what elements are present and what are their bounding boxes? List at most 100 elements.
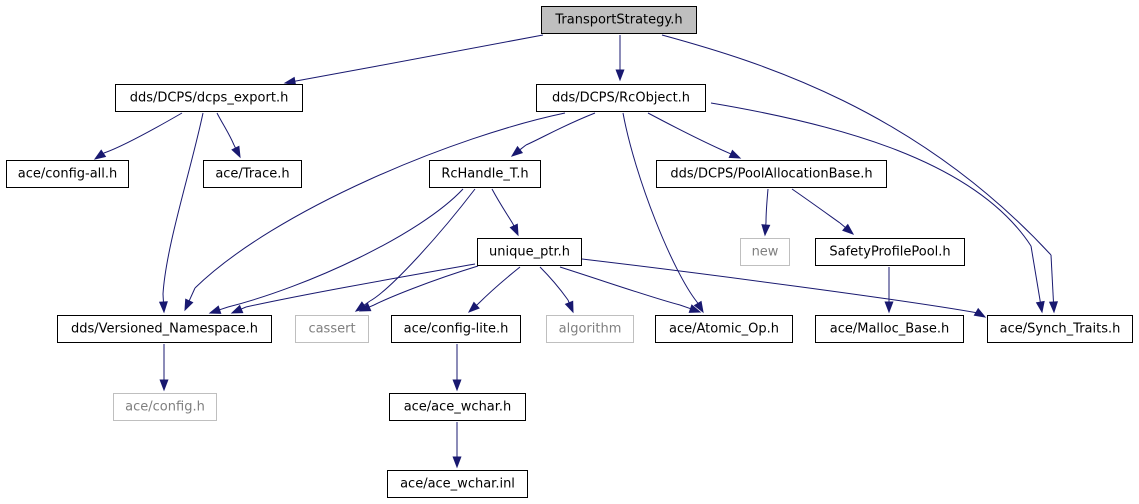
node-layer: TransportStrategy.h dds/DCPS/dcps_export.…: [6, 6, 1133, 498]
node-ace-wchar-inl[interactable]: ace/ace_wchar.inl: [387, 470, 528, 498]
edge-line: [369, 188, 476, 302]
node-poolalloc[interactable]: dds/DCPS/PoolAllocationBase.h: [656, 160, 887, 188]
dependency-edge: [710, 102, 1045, 314]
dependency-edge: [230, 263, 476, 314]
edge-line: [710, 102, 1032, 247]
node-malloc-base[interactable]: ace/Malloc_Base.h: [815, 315, 964, 343]
edge-line: [368, 304, 375, 308]
arrowhead: [159, 379, 169, 392]
edge-line: [233, 144, 236, 149]
arrowhead: [158, 301, 168, 314]
edge-line: [622, 112, 698, 303]
node-box: [295, 315, 369, 343]
node-label: ace/config-all.h: [18, 167, 118, 182]
node-rchandle[interactable]: RcHandle_T.h: [429, 160, 541, 188]
node-label: ace/config.h: [125, 400, 205, 415]
edge-line: [477, 266, 521, 305]
dependency-edge: [158, 112, 204, 314]
arrowhead: [509, 223, 519, 237]
node-new[interactable]: new: [740, 238, 790, 266]
node-atomic-op[interactable]: ace/Atomic_Op.h: [655, 315, 793, 343]
arrowhead: [688, 304, 702, 313]
node-label: ace/Synch_Traits.h: [1000, 322, 1121, 337]
node-cassert[interactable]: cassert: [295, 315, 369, 343]
node-box: [536, 84, 706, 112]
edge-line: [539, 266, 569, 301]
node-root[interactable]: TransportStrategy.h: [541, 6, 697, 34]
arrowhead: [884, 301, 894, 314]
dependency-edge: [884, 267, 894, 314]
edge-line: [765, 188, 769, 223]
arrowhead: [358, 302, 372, 312]
node-box: [815, 238, 965, 266]
dependency-edge: [208, 188, 464, 314]
dependency-edge: [216, 112, 241, 159]
dependency-edge: [358, 265, 479, 312]
edge-line: [103, 112, 183, 154]
node-safetyprofile[interactable]: SafetyProfilePool.h: [815, 238, 965, 266]
arrowhead: [184, 298, 194, 312]
node-dcps-export[interactable]: dds/DCPS/dcps_export.h: [115, 84, 303, 112]
dependency-edge: [452, 343, 462, 392]
arrowhead: [1048, 301, 1058, 314]
edge-line: [1050, 254, 1054, 303]
node-box: [387, 470, 528, 498]
node-synch-traits[interactable]: ace/Synch_Traits.h: [987, 315, 1133, 343]
node-config-lite[interactable]: ace/config-lite.h: [391, 315, 521, 343]
node-label: ace/ace_wchar.inl: [400, 477, 515, 492]
node-box: [389, 393, 526, 421]
node-label: ace/Atomic_Op.h: [669, 322, 779, 337]
edge-line: [245, 263, 476, 308]
node-algorithm[interactable]: algorithm: [546, 315, 634, 343]
dependency-edge: [539, 266, 574, 314]
node-box: [391, 315, 521, 343]
node-box: [546, 315, 634, 343]
node-trace[interactable]: ace/Trace.h: [203, 160, 302, 188]
node-box: [6, 160, 129, 188]
dependency-edge: [510, 112, 596, 157]
node-label: ace/ace_wchar.h: [404, 400, 512, 415]
node-versioned[interactable]: dds/Versioned_Namespace.h: [57, 315, 272, 343]
node-unique-ptr[interactable]: unique_ptr.h: [477, 238, 582, 266]
node-label: new: [752, 245, 779, 260]
edge-line: [162, 112, 204, 295]
node-config-h[interactable]: ace/config.h: [113, 393, 217, 421]
edge-line: [227, 188, 464, 308]
node-ace-wchar-h[interactable]: ace/ace_wchar.h: [389, 393, 526, 421]
edge-line: [647, 112, 723, 151]
node-label: dds/DCPS/RcObject.h: [552, 91, 690, 106]
edge-line: [194, 112, 566, 289]
edge-line: [721, 149, 732, 155]
node-label: ace/config-lite.h: [404, 322, 509, 337]
dependency-edge: [622, 112, 704, 314]
node-box: [203, 160, 302, 188]
dependency-edge: [452, 421, 462, 469]
node-rcobject[interactable]: dds/DCPS/RcObject.h: [536, 84, 706, 112]
node-box: [429, 160, 541, 188]
dependency-edge: [93, 112, 183, 160]
arrowhead: [93, 149, 107, 160]
arrowhead: [283, 76, 297, 86]
edge-line: [491, 188, 514, 225]
node-label: dds/DCPS/PoolAllocationBase.h: [670, 167, 872, 182]
arrowhead: [693, 300, 704, 314]
node-config-all[interactable]: ace/config-all.h: [6, 160, 129, 188]
node-box: [541, 6, 697, 34]
edge-line: [559, 266, 681, 306]
edge-line: [839, 222, 846, 228]
node-label: dds/Versioned_Namespace.h: [71, 322, 258, 337]
edge-line: [1030, 245, 1041, 303]
edge-line: [240, 306, 247, 310]
dependency-edge: [467, 266, 521, 313]
arrowhead: [467, 301, 480, 313]
arrowhead: [842, 223, 855, 235]
dependency-edge: [581, 258, 987, 318]
dependency-edge: [159, 344, 169, 392]
dependency-edge: [615, 35, 625, 82]
node-label: unique_ptr.h: [489, 245, 570, 260]
node-box: [655, 315, 793, 343]
dependency-edge: [661, 34, 1058, 314]
edge-line: [661, 34, 1052, 256]
dependency-edge: [761, 188, 771, 237]
